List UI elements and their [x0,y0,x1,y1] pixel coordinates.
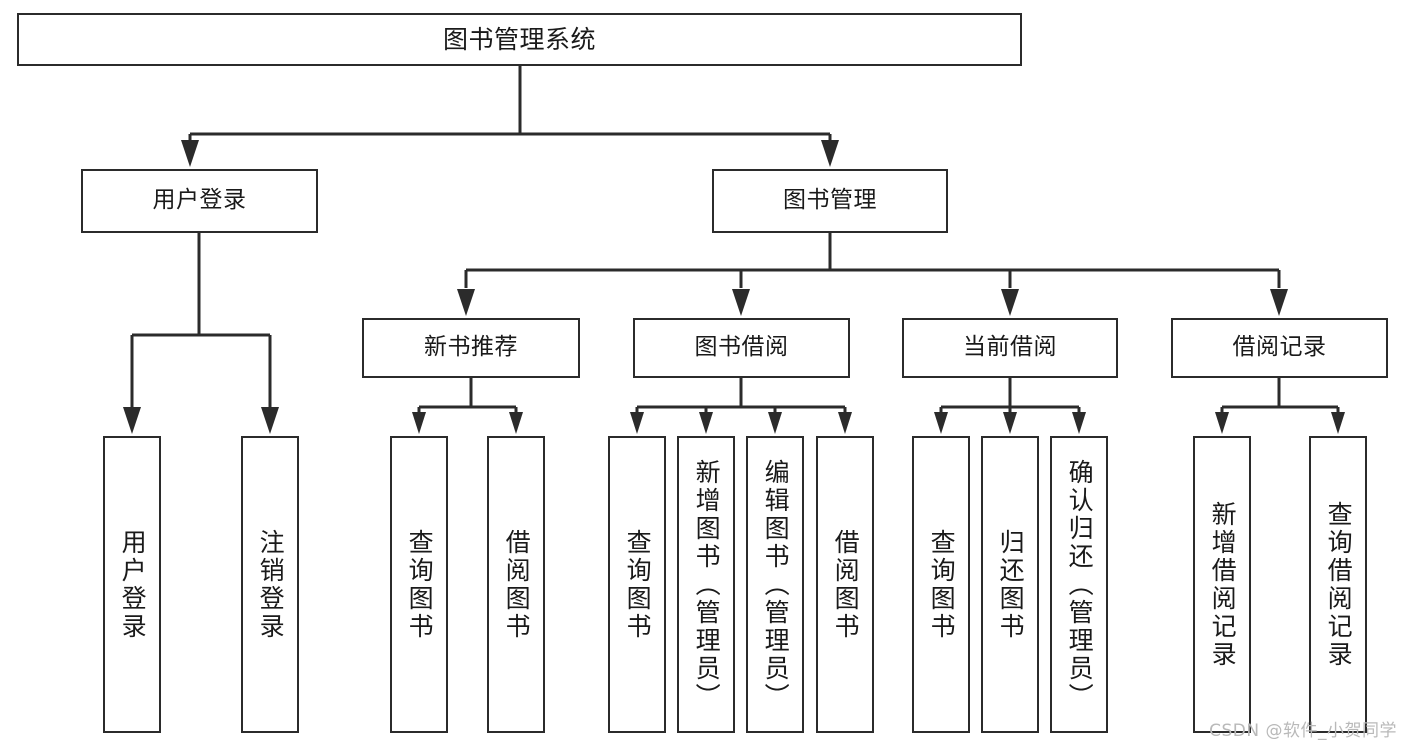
node-label: 确认归还（管理员） [1065,458,1095,711]
node-label: 用户登录 [118,528,148,641]
node-label: 归还图书 [996,528,1026,641]
node-leaf-query-borrow-record[interactable]: 查询借阅记录 [1309,436,1367,733]
node-leaf-borrow-book[interactable]: 借阅图书 [816,436,874,733]
node-leaf-return-book[interactable]: 归还图书 [981,436,1039,733]
node-label: 查询图书 [405,528,435,641]
node-leaf-user-login[interactable]: 用户登录 [103,436,161,733]
node-leaf-edit-book-admin[interactable]: 编辑图书（管理员） [746,436,804,733]
node-borrow-record[interactable]: 借阅记录 [1171,318,1388,378]
node-label: 图书管理 [783,187,877,214]
node-label: 借阅记录 [1232,334,1327,361]
node-label: 注销登录 [256,528,286,641]
node-label: 新书推荐 [424,334,518,361]
node-leaf-query-book-borrow[interactable]: 查询图书 [608,436,666,733]
node-label: 新增借阅记录 [1208,500,1238,669]
node-leaf-query-book-current[interactable]: 查询图书 [912,436,970,733]
node-label: 编辑图书（管理员） [761,458,791,711]
node-label: 当前借阅 [963,334,1057,361]
node-label: 图书借阅 [694,334,789,361]
node-label: 新增图书（管理员） [692,458,722,711]
node-current-borrow[interactable]: 当前借阅 [902,318,1118,378]
node-label: 借阅图书 [502,528,532,641]
node-leaf-add-book-admin[interactable]: 新增图书（管理员） [677,436,735,733]
node-book-borrow[interactable]: 图书借阅 [633,318,850,378]
node-label: 借阅图书 [831,528,861,641]
node-label: 用户登录 [152,187,247,214]
node-label: 查询图书 [927,528,957,641]
node-leaf-logout[interactable]: 注销登录 [241,436,299,733]
node-user-login[interactable]: 用户登录 [81,169,318,233]
node-leaf-borrow-book-recommend[interactable]: 借阅图书 [487,436,545,733]
node-leaf-confirm-return-admin[interactable]: 确认归还（管理员） [1050,436,1108,733]
node-leaf-query-book-recommend[interactable]: 查询图书 [390,436,448,733]
node-label: 图书管理系统 [442,24,596,54]
node-leaf-add-borrow-record[interactable]: 新增借阅记录 [1193,436,1251,733]
node-book-management[interactable]: 图书管理 [712,169,948,233]
node-label: 查询图书 [623,528,653,641]
node-root-system[interactable]: 图书管理系统 [17,13,1022,66]
node-new-book-recommend[interactable]: 新书推荐 [362,318,580,378]
arrow-heads [123,140,1345,434]
node-label: 查询借阅记录 [1324,500,1354,669]
